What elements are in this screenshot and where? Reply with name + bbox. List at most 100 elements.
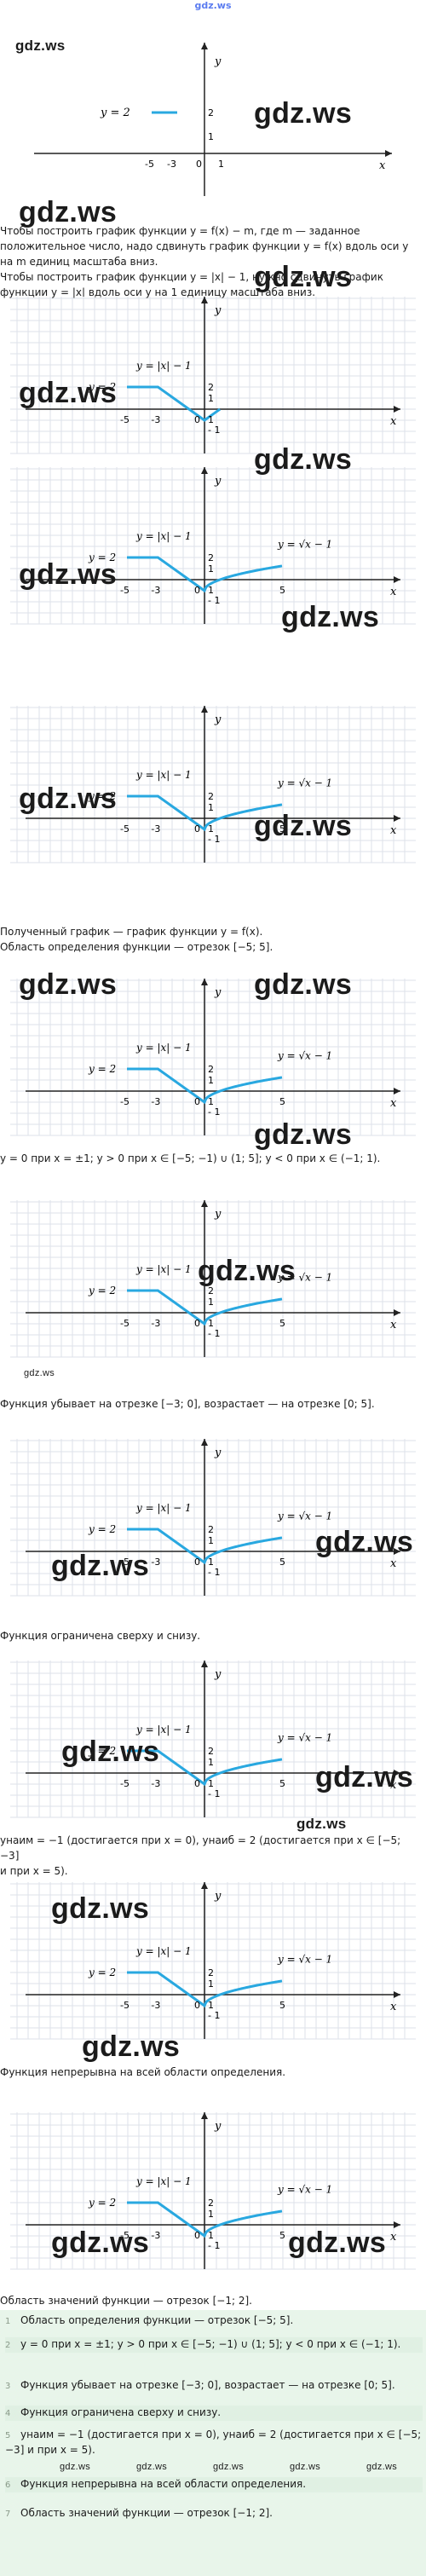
watermark: gdz.ws xyxy=(198,1255,296,1287)
tick-1: 1 xyxy=(208,1318,214,1329)
tick-1: 1 xyxy=(208,2000,214,2011)
function-curve xyxy=(127,1067,283,1105)
tick-m3: -3 xyxy=(151,1557,160,1568)
function-curve xyxy=(127,1289,283,1326)
label-sqrt: y = √x − 1 xyxy=(277,1731,332,1743)
label-y-axis: y xyxy=(214,1668,222,1681)
tick-m3: -3 xyxy=(151,2000,160,2011)
watermark: gdz.ws xyxy=(15,38,66,54)
y-arrow xyxy=(201,1439,208,1446)
watermark: gdz.ws xyxy=(60,2462,91,2472)
watermark: gdz.ws xyxy=(254,968,353,1001)
paragraph: Функция убывает на отрезке [−3; 0], возр… xyxy=(0,1398,375,1410)
watermark: gdz.ws xyxy=(254,1118,353,1151)
tick-m3: -3 xyxy=(151,1096,160,1107)
watermark: gdz.ws xyxy=(51,1892,150,1925)
watermark: gdz.ws xyxy=(136,2462,168,2472)
label-sqrt: y = √x − 1 xyxy=(277,1510,332,1522)
tick-2: 2 xyxy=(208,2198,214,2209)
y-arrow xyxy=(201,979,208,985)
function-curve xyxy=(127,385,222,422)
watermark: gdz.ws xyxy=(24,1368,55,1378)
tick-0: 0 xyxy=(194,823,200,835)
site-logo[interactable]: gdz.ws xyxy=(194,0,232,11)
tick-1: 1 xyxy=(208,823,214,835)
tick-0: 0 xyxy=(194,1778,200,1789)
paragraph: Функция непрерывна на всей области опред… xyxy=(0,2066,286,2078)
tick-m5: -5 xyxy=(120,1778,130,1789)
watermark: gdz.ws xyxy=(290,2462,321,2472)
tick-5: 5 xyxy=(279,823,285,835)
tick-1y: 1 xyxy=(208,1075,214,1086)
label-sqrt: y = √x − 1 xyxy=(277,1271,332,1283)
label-x-axis: x xyxy=(390,2231,397,2244)
x-arrow xyxy=(394,576,400,583)
label-abs: y = |x| − 1 xyxy=(135,1502,192,1514)
label-y-eq-2: y = 2 xyxy=(88,790,116,802)
answer-summary xyxy=(0,2310,426,2576)
label-x-axis: x xyxy=(390,1097,397,1110)
tick-1: 1 xyxy=(208,585,214,596)
tick-m5: -5 xyxy=(120,414,130,425)
label-y-eq-2: y = 2 xyxy=(88,1063,116,1075)
label-sqrt: y = √x − 1 xyxy=(277,2183,332,2195)
tick-2: 2 xyxy=(208,1967,214,1978)
watermark: gdz.ws xyxy=(19,377,118,409)
tick-0: 0 xyxy=(194,1318,200,1329)
grid xyxy=(10,706,416,863)
tick-m3: -3 xyxy=(167,159,176,170)
tick-1: 1 xyxy=(208,1557,214,1568)
watermark: gdz.ws xyxy=(366,2462,398,2472)
grid xyxy=(10,297,416,454)
x-arrow xyxy=(394,815,400,822)
label-y-axis: y xyxy=(214,1890,222,1903)
tick-1y: 1 xyxy=(208,1297,214,1308)
label-x-axis: x xyxy=(390,824,397,837)
label-x-axis: x xyxy=(379,159,386,172)
tick-1y: 1 xyxy=(208,563,214,575)
function-curve xyxy=(127,1749,283,1787)
y-arrow xyxy=(201,1661,208,1667)
label-y-axis: y xyxy=(214,55,222,68)
label-y-eq-2: y = 2 xyxy=(88,381,116,393)
label-y-axis: y xyxy=(214,2120,222,2133)
watermark: gdz.ws xyxy=(19,783,118,815)
function-curve xyxy=(127,556,283,593)
watermark: gdz.ws xyxy=(315,1526,414,1558)
tick-1y: 1 xyxy=(208,1978,214,1990)
watermark: gdz.ws xyxy=(296,1816,347,1832)
tick-m5: -5 xyxy=(120,2000,130,2011)
tick-5: 5 xyxy=(279,585,285,596)
tick-1: 1 xyxy=(208,414,214,425)
paragraph: Полученный график — график функции y = f… xyxy=(0,926,273,953)
label-x-axis: x xyxy=(390,2001,397,2013)
y-arrow xyxy=(201,2112,208,2119)
label-abs: y = |x| − 1 xyxy=(135,360,192,372)
tick-m5: -5 xyxy=(120,2230,130,2241)
tick-m5: -5 xyxy=(120,823,130,835)
label-abs: y = |x| − 1 xyxy=(135,2175,192,2187)
tick-1y: 1 xyxy=(208,131,214,142)
x-arrow xyxy=(394,1309,400,1316)
tick-m3: -3 xyxy=(151,414,160,425)
label-x-axis: x xyxy=(390,586,397,598)
grid xyxy=(10,1882,416,2040)
tick-2: 2 xyxy=(208,1524,214,1535)
label-abs: y = |x| − 1 xyxy=(135,1042,192,1054)
tick-0: 0 xyxy=(194,414,200,425)
watermark: gdz.ws xyxy=(19,558,118,591)
label-y-axis: y xyxy=(214,304,222,317)
y-arrow xyxy=(201,706,208,713)
x-arrow xyxy=(394,1770,400,1776)
tick-m1: - 1 xyxy=(208,2240,220,2251)
watermark: gdz.ws xyxy=(254,97,353,130)
y-arrow xyxy=(201,1200,208,1207)
tick-m1: - 1 xyxy=(208,1567,220,1578)
x-arrow xyxy=(394,406,400,413)
function-curve xyxy=(127,1528,283,1565)
function-curve xyxy=(127,2201,283,2238)
